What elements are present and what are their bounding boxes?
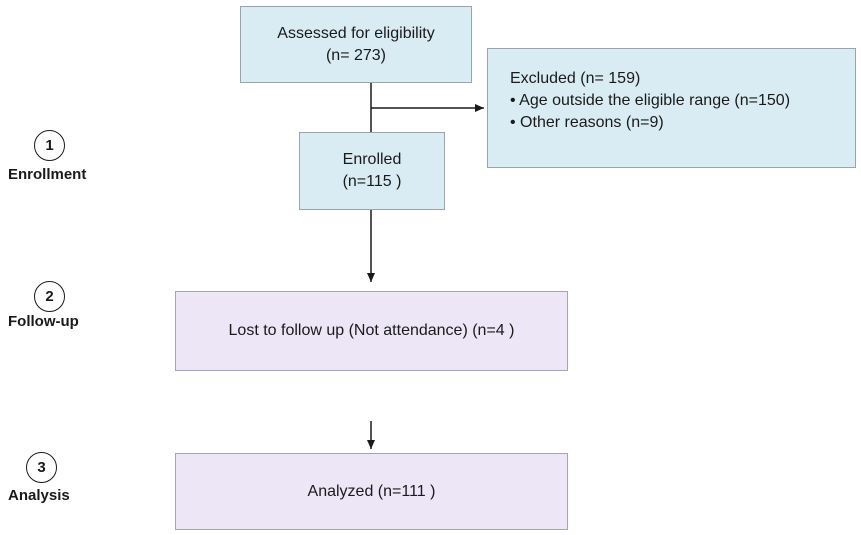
enrolled-count: (n=115 )	[342, 173, 402, 190]
lost-followup-text: Lost to follow up (Not attendance) (n=4 …	[228, 322, 515, 339]
stage-3-number: 3	[26, 452, 57, 483]
assessed-count: (n= 273)	[325, 46, 387, 64]
stage-1-label: Enrollment	[8, 166, 87, 183]
excluded-box: Excluded (n= 159) • Age outside the elig…	[487, 48, 856, 168]
stage-2-number: 2	[34, 281, 65, 312]
stage-1-number: 1	[34, 130, 65, 161]
assessed-title: Assessed for eligibility	[277, 24, 435, 42]
enrolled-box: Enrolled (n=115 )	[299, 132, 445, 210]
excluded-reason-other: • Other reasons (n=9)	[510, 114, 664, 131]
stage-2-label: Follow-up	[8, 313, 79, 330]
excluded-title: Excluded (n= 159)	[510, 70, 641, 87]
stage-3-label: Analysis	[8, 487, 70, 504]
enrolled-title: Enrolled	[342, 151, 402, 168]
assessed-box: Assessed for eligibility (n= 273)	[240, 6, 472, 83]
excluded-reason-age: • Age outside the eligible range (n=150)	[510, 92, 791, 109]
lost-followup-box: Lost to follow up (Not attendance) (n=4 …	[175, 291, 568, 371]
analyzed-text: Analyzed (n=111 )	[307, 482, 436, 500]
analyzed-box: Analyzed (n=111 )	[175, 453, 568, 530]
